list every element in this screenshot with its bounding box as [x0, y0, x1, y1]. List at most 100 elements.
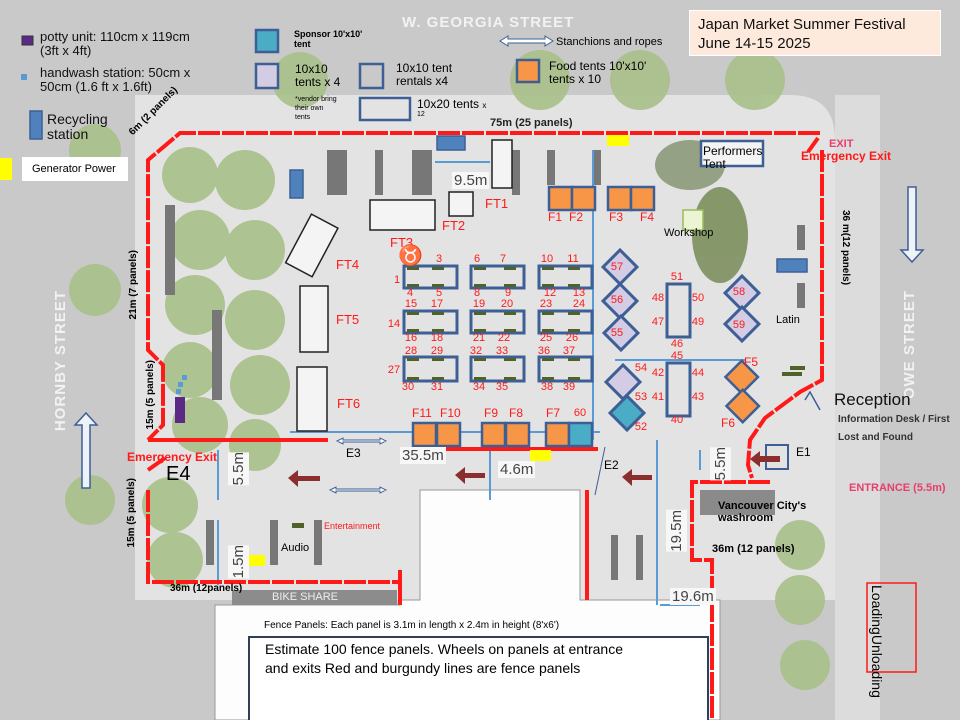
legend-sponsor-text: Sponsor 10'x10' [294, 29, 363, 39]
booth-number-9: 9 [504, 287, 512, 299]
food-tent-f1: F1 [548, 210, 563, 224]
legend-handwash-size: 50cm (1.6 ft x 1.6ft) [40, 79, 152, 95]
booth-number-48: 48 [651, 292, 665, 304]
booth-number-59: 59 [732, 319, 746, 331]
dim-1-5: 1.5m [228, 545, 249, 579]
legend-handwash-text: handwash station: 50cm x [40, 65, 191, 80]
food-tent-f9: F9 [484, 406, 499, 420]
fence-panels-note: Fence Panels: Each panel is 3.1m in leng… [264, 620, 560, 631]
street-west: HORNBY STREET [52, 290, 69, 432]
loading-label: LoadingUnloading [868, 585, 886, 698]
handwash-stations [176, 375, 187, 394]
food-truck-ft4: FT4 [336, 257, 360, 272]
dim-19-5: 19.5m [666, 510, 687, 552]
emergency-exit-w: Emergency Exit [127, 450, 218, 464]
title-box: Japan Market Summer Festival June 14-15 … [689, 10, 941, 56]
dim-9-5: 9.5m [452, 172, 490, 189]
booth-number-25: 25 [539, 332, 553, 344]
booth-number-60: 60 [573, 407, 587, 419]
booth-number-49: 49 [691, 316, 705, 328]
food-tent-f8: F8 [509, 406, 524, 420]
booth-number-39: 39 [562, 381, 576, 393]
booth-number-51: 51 [670, 271, 684, 283]
legend-sponsor-swatch [254, 28, 280, 54]
reception-label: Reception [834, 390, 911, 409]
dim-19-6: 19.6m [670, 588, 716, 605]
street-north: W. GEORGIA STREET [402, 14, 575, 31]
booth-number-3: 3 [435, 253, 443, 265]
loading-text: Loading [869, 585, 885, 635]
legend-generator-swatch [0, 158, 12, 180]
fence-panels [146, 131, 824, 720]
food-trucks [284, 139, 513, 432]
ox-head-icon: ♉ [398, 245, 423, 267]
booth-number-31: 31 [430, 381, 444, 393]
booth-number-46: 46 [670, 338, 684, 350]
booth-number-41: 41 [651, 391, 665, 403]
east-sidewalk [835, 95, 880, 720]
booth-number-20: 20 [500, 298, 514, 310]
food-truck-ft2: FT2 [442, 218, 466, 233]
legend-recycling-text: Recycling [47, 111, 108, 127]
stanchion-arrows [328, 35, 606, 496]
booth-number-36: 36 [537, 345, 551, 357]
e4-label: E4 [166, 463, 191, 485]
legend-rentals-text: 10x10 tent [396, 61, 453, 75]
workshop-label: Workshop [664, 227, 714, 239]
e3-label: E3 [346, 446, 361, 460]
booth-number-24: 24 [572, 298, 586, 310]
food-tent-f3: F3 [609, 210, 624, 224]
dim-left-upper: 21m (7 panels) [128, 250, 139, 320]
booth-number-19: 19 [472, 298, 486, 310]
legend-sponsor-text-2: tent [294, 38, 311, 49]
entertainment-label: Entertainment [324, 521, 381, 531]
booth-number-35: 35 [495, 381, 509, 393]
exit-sign: EXIT [829, 138, 854, 150]
legend-recycling-swatch [29, 110, 43, 140]
food-tent-f2: F2 [569, 210, 584, 224]
food-tent-f5: F5 [744, 355, 759, 369]
booth-number-44: 44 [691, 367, 705, 379]
booth-number-56: 56 [610, 294, 624, 306]
washroom-text: Vancouver City's [718, 500, 807, 512]
booth-number-47: 47 [651, 316, 665, 328]
bike-share [232, 590, 397, 605]
booth-number-45: 45 [670, 350, 684, 362]
legend-potty-swatch [21, 35, 34, 46]
booth-number-26: 26 [565, 332, 579, 344]
booth-number-5: 5 [435, 287, 443, 299]
e1-label: E1 [796, 445, 811, 459]
sponsor-tent-52 [607, 393, 647, 433]
food-tent-f6: F6 [721, 416, 736, 430]
legend-rentals-text-2: rentals x4 [396, 74, 449, 89]
booth-number-57: 57 [610, 261, 624, 273]
generators [245, 135, 629, 566]
dim-35-5: 35.5m [400, 447, 446, 464]
dim-left-mid: 15m (5 panels) [145, 360, 156, 430]
estimate-line-1: Estimate 100 fence panels. Wheels on pan… [265, 641, 623, 657]
bike-share-label: BIKE SHARE [272, 591, 339, 603]
booth-number-58: 58 [732, 286, 746, 298]
booth-number-53: 53 [634, 391, 648, 403]
legend-potty-size: (3ft x 4ft) [40, 43, 92, 59]
unloading-text: Unloading [869, 634, 885, 698]
vendor-tents-10x20 [402, 264, 692, 418]
booth-number-21: 21 [472, 332, 486, 344]
legend-vendor-text-2: tents x 4 [295, 75, 341, 90]
washroom-building [700, 490, 775, 515]
booth-number-37: 37 [562, 345, 576, 357]
event-title: Japan Market Summer Festival [698, 16, 906, 33]
legend-10x20-text: 10x20 tents [417, 97, 480, 111]
dim-5-5-right: 5.5m [710, 447, 731, 481]
booth-number-8: 8 [473, 287, 481, 299]
booth-number-29: 29 [430, 345, 444, 357]
food-truck-ft3: FT3 [390, 235, 414, 250]
performers-tent [699, 139, 765, 168]
food-tent-f4: F4 [640, 210, 655, 224]
loading-zone [866, 582, 917, 673]
food-truck-ft6: FT6 [337, 396, 361, 411]
